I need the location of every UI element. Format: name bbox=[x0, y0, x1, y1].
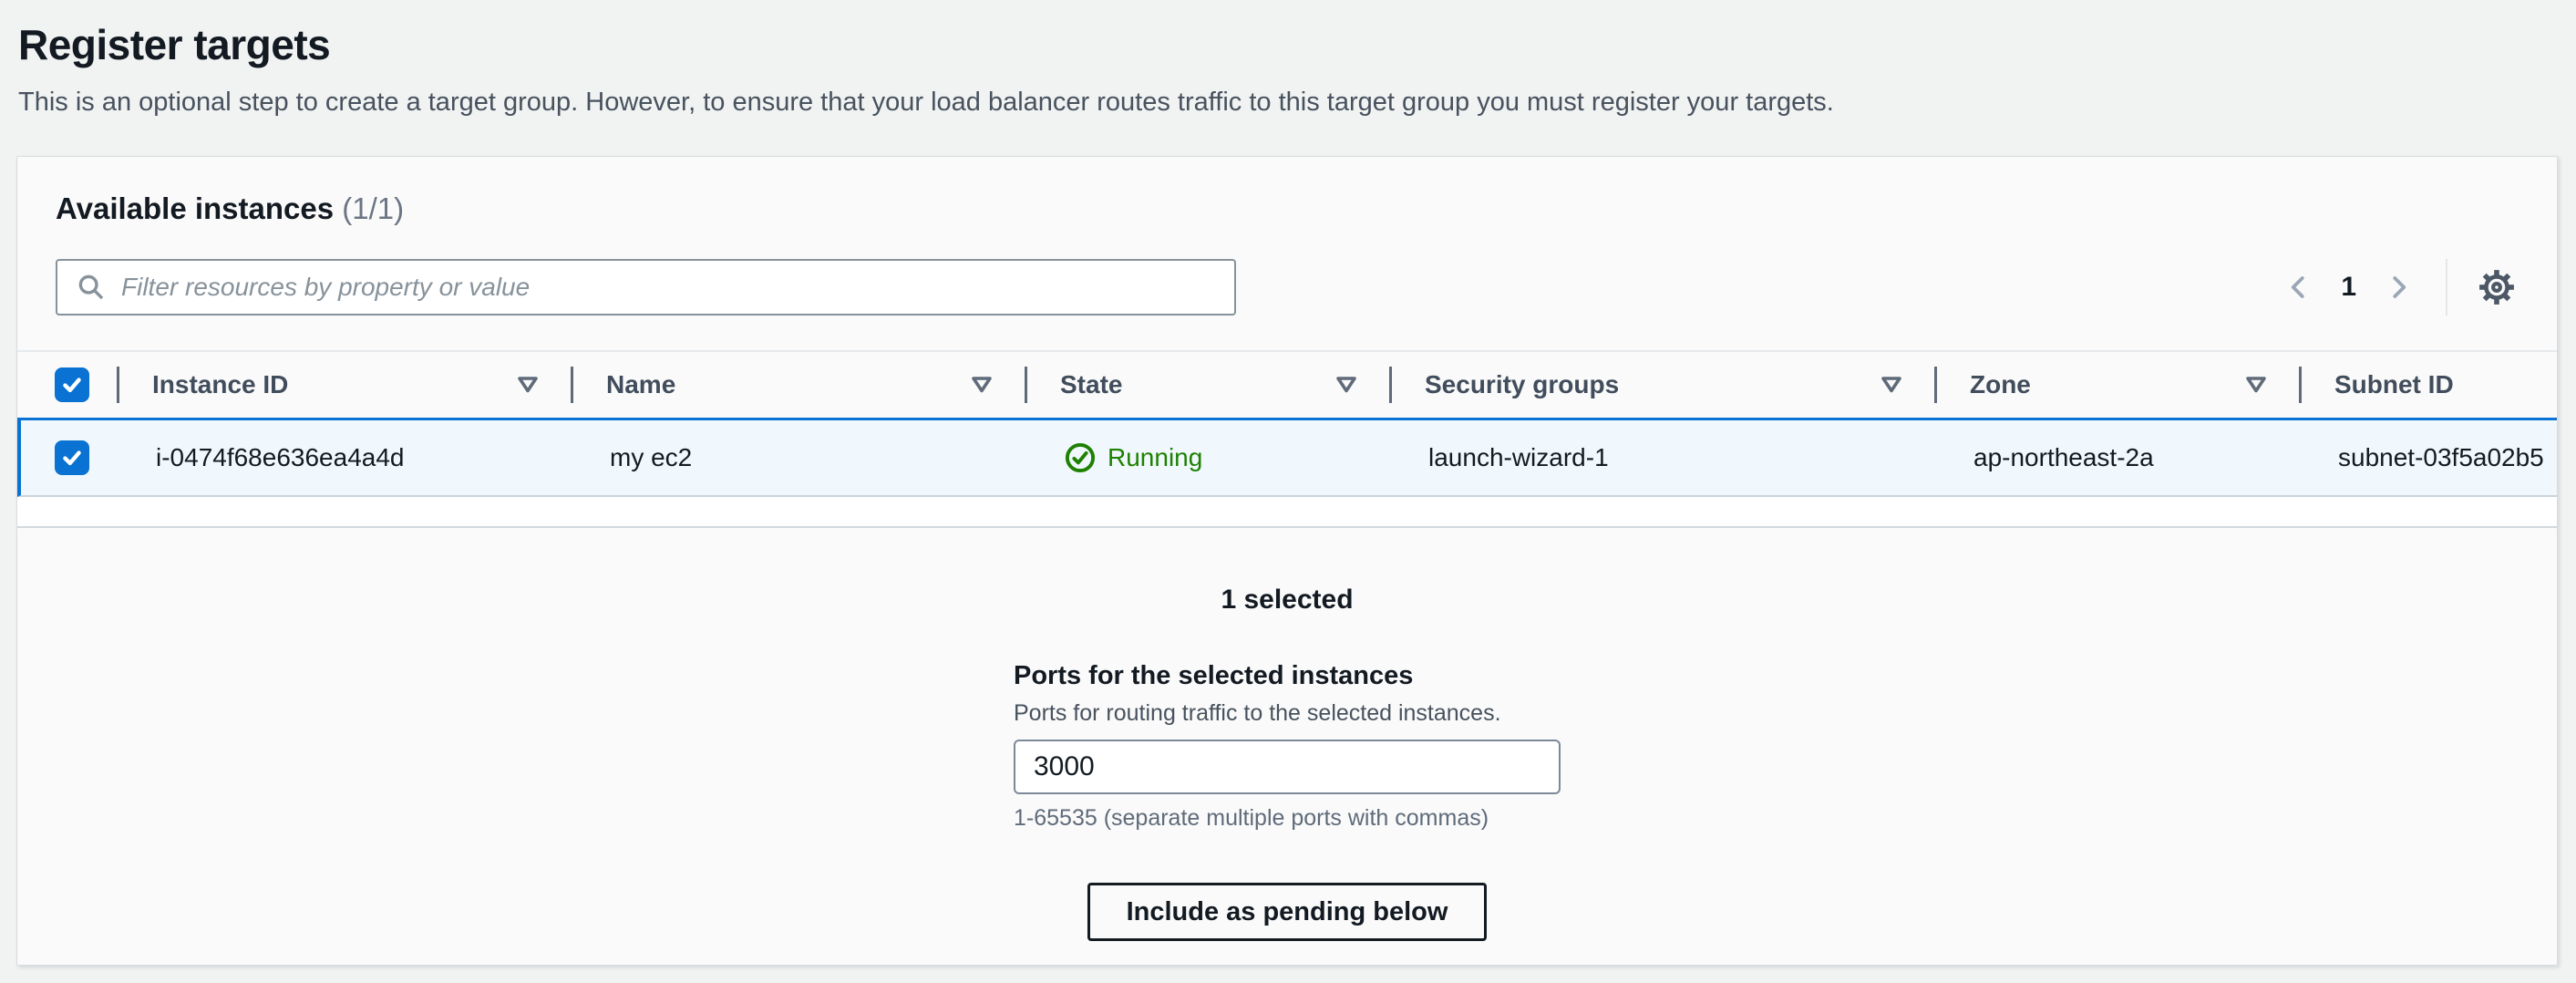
table-body: i-0474f68e636ea4a4d my ec2 Running launc… bbox=[17, 418, 2557, 526]
cell-subnet-id: subnet-03f5a02b5 bbox=[2338, 443, 2544, 471]
next-page-button[interactable] bbox=[2378, 267, 2418, 307]
available-instances-panel: Available instances (1/1) bbox=[16, 156, 2558, 966]
page-title: Register targets bbox=[18, 21, 331, 68]
column-divider bbox=[1934, 367, 1937, 403]
table-body-spacer bbox=[17, 497, 2557, 526]
filter-caret-icon[interactable] bbox=[971, 376, 993, 394]
selected-count-label: 1 selected bbox=[1221, 585, 1354, 615]
column-divider bbox=[117, 367, 119, 403]
column-divider bbox=[1025, 367, 1027, 403]
current-page-number[interactable]: 1 bbox=[2341, 272, 2356, 302]
column-divider bbox=[2299, 367, 2302, 403]
select-all-header-cell bbox=[17, 352, 119, 418]
column-header-zone: Zone bbox=[1937, 352, 2302, 418]
cell-state: Running bbox=[1031, 420, 1396, 495]
state-label: Running bbox=[1108, 443, 1203, 471]
search-icon bbox=[78, 274, 104, 300]
row-checkbox[interactable] bbox=[55, 440, 89, 475]
ports-field-label: Ports for the selected instances bbox=[1014, 661, 1414, 690]
filter-caret-icon[interactable] bbox=[2245, 376, 2267, 394]
chevron-left-icon bbox=[2292, 276, 2304, 298]
column-header-name: Name bbox=[573, 352, 1027, 418]
ports-input[interactable] bbox=[1014, 740, 1561, 794]
table-toolbar: 1 bbox=[56, 259, 2519, 316]
settings-button[interactable] bbox=[2475, 265, 2519, 309]
include-as-pending-button[interactable]: Include as pending below bbox=[1087, 883, 1488, 941]
ports-field-description: Ports for routing traffic to the selecte… bbox=[1014, 700, 1501, 726]
chevron-right-icon bbox=[2393, 276, 2406, 298]
filter-caret-icon[interactable] bbox=[1880, 376, 1902, 394]
select-all-checkbox[interactable] bbox=[55, 367, 89, 402]
cell-security-groups: launch-wizard-1 bbox=[1428, 443, 1609, 471]
ports-form: Ports for the selected instances Ports f… bbox=[1014, 661, 1561, 832]
ports-constraint-hint: 1-65535 (separate multiple ports with co… bbox=[1014, 805, 1489, 831]
panel-footer: 1 selected Ports for the selected instan… bbox=[17, 528, 2557, 965]
row-select-cell bbox=[21, 420, 123, 495]
panel-title: Available instances bbox=[56, 191, 335, 225]
previous-page-button[interactable] bbox=[2279, 267, 2319, 307]
checkbox-check-icon bbox=[63, 378, 81, 393]
cell-name: my ec2 bbox=[610, 443, 693, 471]
page-description: This is an optional step to create a tar… bbox=[18, 88, 1834, 117]
filter-caret-icon[interactable] bbox=[1335, 376, 1357, 394]
cell-zone: ap-northeast-2a bbox=[1973, 443, 2154, 471]
column-header-subnet-id: Subnet ID bbox=[2334, 370, 2454, 398]
filter-input[interactable] bbox=[121, 273, 1216, 302]
pagination: 1 bbox=[2279, 259, 2519, 316]
column-header-security-groups: Security groups bbox=[1392, 352, 1937, 418]
filter-caret-icon[interactable] bbox=[517, 376, 539, 394]
page-header: Register targets This is an optional ste… bbox=[0, 0, 2576, 118]
table-header-row: Instance ID Name State bbox=[17, 352, 2557, 418]
table-footer-divider bbox=[17, 526, 2557, 528]
column-divider bbox=[1389, 367, 1392, 403]
table-row[interactable]: i-0474f68e636ea4a4d my ec2 Running launc… bbox=[17, 418, 2557, 497]
checkbox-check-icon bbox=[63, 450, 81, 466]
panel-count: (1/1) bbox=[342, 191, 405, 225]
filter-input-wrapper bbox=[56, 259, 1236, 316]
column-header-state: State bbox=[1027, 352, 1392, 418]
cell-instance-id: i-0474f68e636ea4a4d bbox=[156, 443, 405, 471]
column-header-instance-id: Instance ID bbox=[119, 352, 573, 418]
check-circle-icon bbox=[1065, 442, 1096, 473]
panel-header: Available instances (1/1) bbox=[17, 157, 2557, 350]
panel-header-divider bbox=[17, 350, 2557, 352]
column-divider bbox=[571, 367, 573, 403]
gear-icon bbox=[2479, 270, 2514, 305]
toolbar-divider bbox=[2446, 259, 2447, 316]
